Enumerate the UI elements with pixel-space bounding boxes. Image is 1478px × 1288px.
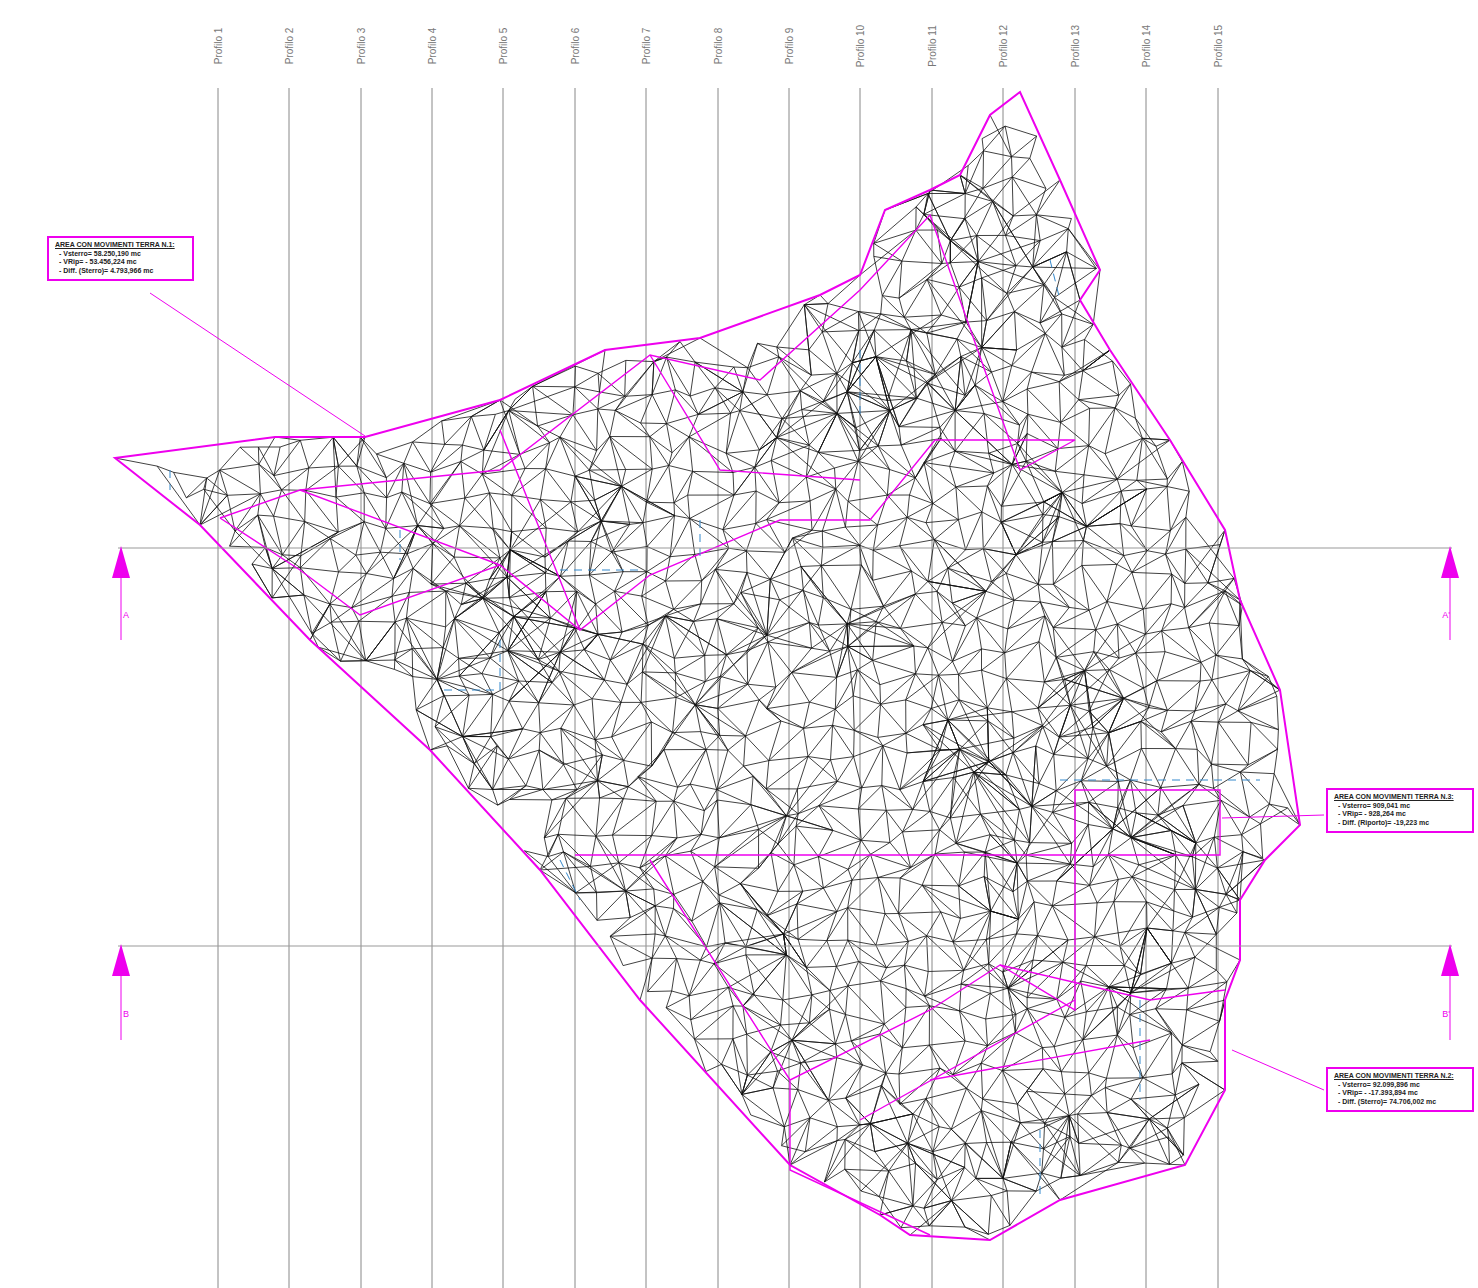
callout-value: - Vsterro= 58.250,190 mc: [55, 250, 186, 259]
area-line: [300, 355, 860, 630]
profile-label: Profilo 6: [570, 28, 581, 65]
profile-label: Profilo 8: [713, 28, 724, 65]
callout-heading: AREA CON MOVIMENTI TERRA N.3:: [1334, 793, 1466, 802]
profile-label: Profilo 14: [1141, 25, 1152, 67]
profile-line: [1146, 88, 1147, 1288]
profile-line: [646, 88, 647, 1288]
profile-line: [503, 88, 504, 1288]
profile-label: Profilo 3: [356, 28, 367, 65]
callout-value: - Vsterro= 909,041 mc: [1334, 802, 1466, 811]
callout-box: AREA CON MOVIMENTI TERRA N.3:- Vsterro= …: [1326, 788, 1474, 833]
section-letter: A: [123, 610, 129, 620]
profile-line: [1003, 88, 1004, 1288]
blue-outline: [170, 260, 1260, 1200]
profile-line: [432, 88, 433, 1288]
callout-value: - Diff. (Sterro)= 4.793,966 mc: [55, 267, 186, 276]
profile-label: Profilo 9: [784, 28, 795, 65]
triangulation-mesh: [115, 115, 1300, 1240]
callout-value: - VRip= - -17.393,894 mc: [1334, 1089, 1466, 1098]
callout-value: - Diff. (Sterro)= 74.706,002 mc: [1334, 1098, 1466, 1107]
callout-value: - Diff. (Riporto)= -19,223 mc: [1334, 819, 1466, 828]
profile-label: Profilo 1: [213, 28, 224, 65]
profile-label: Profilo 7: [641, 28, 652, 65]
profile-label: Profilo 15: [1213, 25, 1224, 67]
profile-line: [860, 88, 861, 1288]
area-line: [575, 790, 1220, 1235]
profile-line: [218, 88, 219, 1288]
section-letter: A': [1442, 610, 1450, 620]
profile-line: [718, 88, 719, 1288]
leader-lines: [150, 293, 1324, 1090]
callout-value: - VRip= - 53.456,224 mc: [55, 258, 186, 267]
callout-heading: AREA CON MOVIMENTI TERRA N.1:: [55, 241, 186, 250]
profile-line: [932, 88, 933, 1288]
profile-label: Profilo 2: [284, 28, 295, 65]
section-letter: B': [1442, 1009, 1450, 1019]
area-outlines: [115, 92, 1300, 1240]
callout-value: - VRip= - 928,264 mc: [1334, 810, 1466, 819]
callout-heading: AREA CON MOVIMENTI TERRA N.2:: [1334, 1072, 1466, 1081]
profile-label: Profilo 13: [1070, 25, 1081, 67]
profile-line: [289, 88, 290, 1288]
profile-label: Profilo 5: [498, 28, 509, 65]
area-line: [220, 215, 1075, 630]
profile-line: [575, 88, 576, 1288]
section-letter: B: [123, 1009, 129, 1019]
callout-value: - Vsterro= 92.099,896 mc: [1334, 1081, 1466, 1090]
profile-label: Profilo 12: [998, 25, 1009, 67]
profile-label: Profilo 4: [427, 28, 438, 65]
profile-line: [1218, 88, 1219, 1288]
callout-box: AREA CON MOVIMENTI TERRA N.1:- Vsterro= …: [47, 236, 194, 281]
area-line: [650, 860, 1225, 1120]
profile-label: Profilo 11: [927, 25, 938, 67]
profile-label: Profilo 10: [855, 25, 866, 67]
mesh-edges: [115, 115, 1300, 1240]
callout-box: AREA CON MOVIMENTI TERRA N.2:- Vsterro= …: [1326, 1067, 1474, 1112]
section-lines: [112, 546, 1459, 1040]
boundary: [115, 92, 1300, 1240]
